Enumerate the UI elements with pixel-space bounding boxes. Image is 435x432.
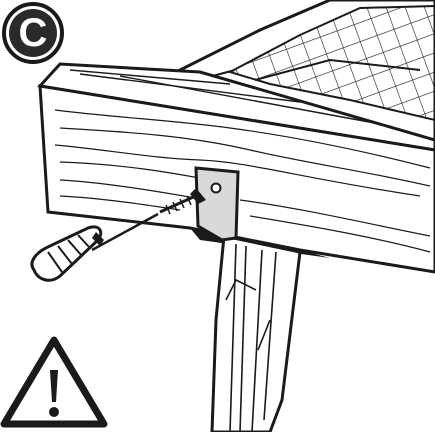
table-top: [176, 0, 435, 152]
screw: [159, 188, 206, 215]
step-badge: C: [2, 2, 64, 64]
step-letter: C: [9, 9, 57, 57]
warning-triangle-icon: [0, 336, 108, 428]
table-leg: [210, 234, 302, 432]
metal-bracket: [194, 166, 240, 242]
screwdriver: [30, 212, 159, 282]
